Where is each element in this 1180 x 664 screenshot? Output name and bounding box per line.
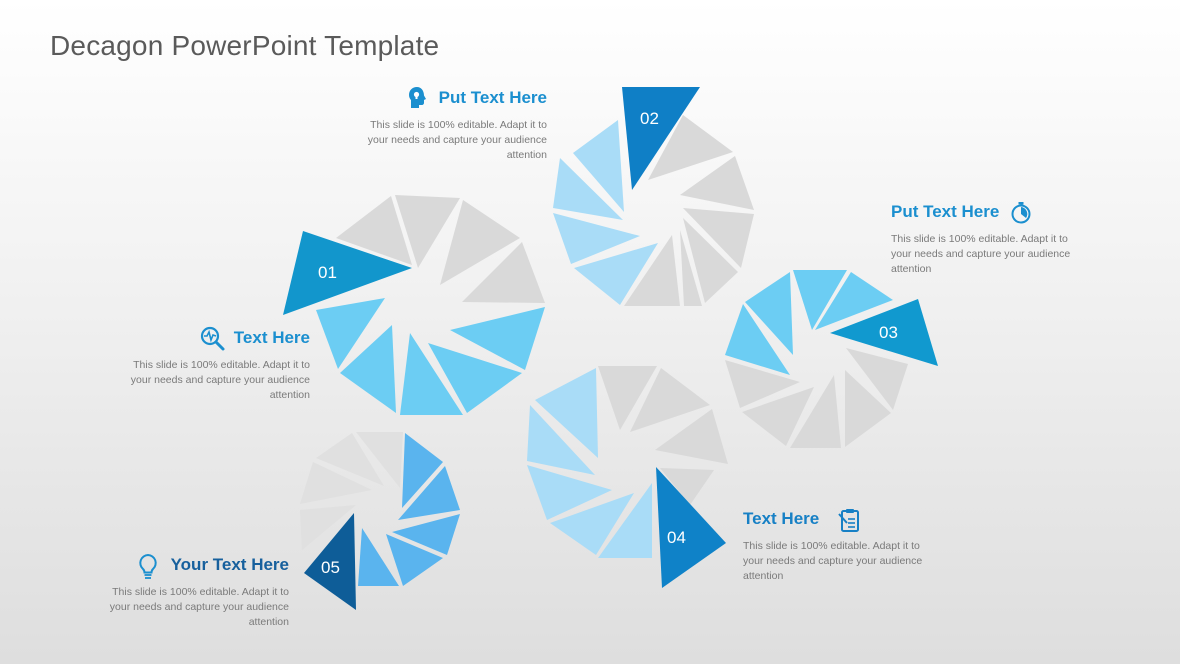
step-05-heading: Your Text Here [170, 555, 289, 574]
segment-03-number: 03 [879, 323, 898, 342]
step-01-description: This slide is 100% editable. Adapt it to… [130, 359, 310, 401]
segment-04-accent [656, 467, 726, 588]
decagon-wheel-02: 02 [553, 87, 754, 306]
step-03-text-block: Put Text Here This slide is 100% editabl… [891, 200, 1091, 277]
decagon-wheel-03: 03 [725, 270, 938, 448]
segment-01-accent [283, 231, 412, 315]
slide-title: Decagon PowerPoint Template [50, 30, 440, 61]
step-01-text-block: Text Here This slide is 100% editable. A… [110, 326, 310, 403]
segment-04-number: 04 [667, 528, 686, 547]
stopwatch-icon [1009, 200, 1033, 224]
step-03-heading: Put Text Here [891, 202, 1000, 221]
step-05-text-block: Your Text Here This slide is 100% editab… [89, 553, 289, 630]
lightbulb-icon [137, 553, 161, 579]
clipboard-pen-icon [837, 507, 861, 532]
step-02-heading: Put Text Here [438, 88, 547, 107]
decagon-wheel-05: 05 [300, 432, 460, 610]
segment-05-number: 05 [321, 558, 340, 577]
step-04-description: This slide is 100% editable. Adapt it to… [743, 540, 923, 582]
step-05-description: This slide is 100% editable. Adapt it to… [109, 586, 289, 628]
magnifier-pulse-icon [200, 326, 225, 351]
step-03-description: This slide is 100% editable. Adapt it to… [891, 233, 1071, 275]
decagon-wheel-01: 01 [283, 195, 545, 415]
step-04-heading: Text Here [743, 509, 820, 528]
step-02-description: This slide is 100% editable. Adapt it to… [367, 119, 547, 161]
step-01-heading: Text Here [233, 328, 310, 347]
step-04-text-block: Text Here This slide is 100% editable. A… [743, 507, 943, 584]
segment-02-number: 02 [640, 109, 659, 128]
segment-03-accent [830, 299, 938, 366]
segment-01-number: 01 [318, 263, 337, 282]
segment-05-accent [304, 513, 356, 610]
segment-02-accent [622, 87, 700, 190]
decagon-wheel-04: 04 [527, 366, 728, 588]
step-02-text-block: Put Text Here This slide is 100% editabl… [347, 86, 547, 163]
head-lightbulb-icon [405, 86, 429, 110]
